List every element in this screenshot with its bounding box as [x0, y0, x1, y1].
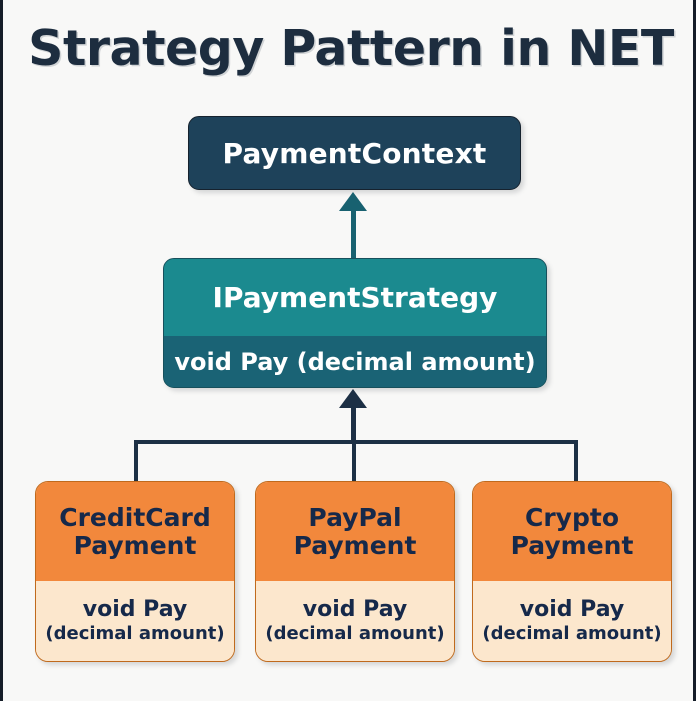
class-header-paypal-payment: PayPal Payment — [256, 482, 454, 581]
connector-interface-to-context — [351, 205, 356, 260]
arrowhead-implementations-to-interface — [339, 389, 367, 408]
class-box-crypto-payment[interactable]: Crypto Payment void Pay (decimal amount) — [472, 481, 672, 662]
class-name-line-1: PayPal — [308, 502, 402, 532]
method-signature: void Pay — [302, 597, 408, 623]
class-method-compartment: void Pay (decimal amount) — [473, 581, 671, 661]
class-header-crypto-payment: Crypto Payment — [473, 482, 671, 581]
connector-horizontal-bar — [134, 440, 578, 444]
connector-drop-creditcard — [134, 440, 138, 482]
page-title: Strategy Pattern in NET — [28, 20, 674, 77]
method-signature: void Pay — [82, 597, 188, 623]
class-name-line-2: Payment — [510, 530, 634, 560]
connector-drop-crypto — [574, 440, 578, 482]
interface-name-ipayment-strategy: IPaymentStrategy — [212, 281, 498, 314]
method-parameters: (decimal amount) — [482, 623, 662, 645]
class-box-paypal-payment[interactable]: PayPal Payment void Pay (decimal amount) — [255, 481, 455, 662]
class-box-creditcard-payment[interactable]: CreditCard Payment void Pay (decimal amo… — [35, 481, 235, 662]
class-box-ipayment-strategy[interactable]: IPaymentStrategy void Pay (decimal amoun… — [163, 258, 547, 388]
class-name-line-1: CreditCard — [59, 502, 211, 532]
connector-drop-paypal — [352, 440, 356, 482]
class-name-line-2: Payment — [293, 530, 417, 560]
class-box-payment-context[interactable]: PaymentContext — [188, 116, 521, 190]
class-method-compartment: void Pay (decimal amount) — [256, 581, 454, 661]
interface-method-compartment: void Pay (decimal amount) — [164, 336, 546, 387]
class-name-payment-context: PaymentContext — [222, 136, 487, 170]
method-parameters: (decimal amount) — [265, 623, 445, 645]
class-method-compartment: void Pay (decimal amount) — [36, 581, 234, 661]
class-name-line-2: Payment — [73, 530, 197, 560]
interface-header: IPaymentStrategy — [164, 259, 546, 336]
connector-stem-to-interface — [351, 403, 356, 443]
arrowhead-interface-to-context — [339, 192, 367, 211]
class-name-line-1: Crypto — [525, 502, 619, 532]
interface-method-signature: void Pay (decimal amount) — [174, 347, 536, 376]
method-signature: void Pay — [519, 597, 625, 623]
class-header-creditcard-payment: CreditCard Payment — [36, 482, 234, 581]
method-parameters: (decimal amount) — [45, 623, 225, 645]
